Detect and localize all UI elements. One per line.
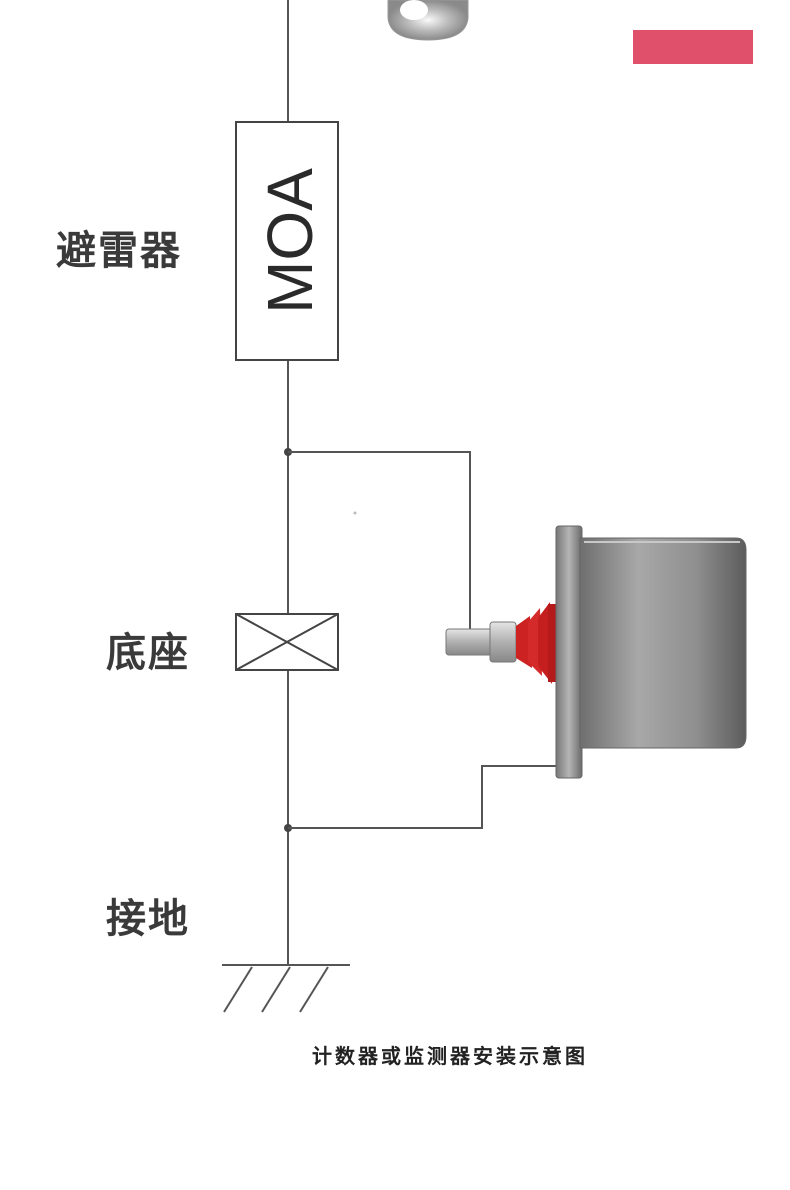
- diagram-caption: 计数器或监测器安装示意图: [312, 1044, 588, 1068]
- ground-symbol-icon: [222, 964, 350, 1013]
- base-label: 底座: [106, 630, 190, 676]
- ground-label: 接地: [106, 896, 190, 942]
- speck: [353, 511, 357, 515]
- arrester-label: 避雷器: [56, 228, 182, 274]
- moa-arrester-box: MOA: [235, 121, 339, 361]
- top-ring-device-icon: [387, 0, 469, 41]
- accent-bar: [633, 30, 753, 64]
- moa-label: MOA: [254, 168, 326, 314]
- base-cross-box-icon: [235, 613, 339, 671]
- wire-upper: [288, 451, 488, 631]
- counter-monitor-icon: [445, 525, 747, 779]
- wire-lower: [288, 765, 558, 829]
